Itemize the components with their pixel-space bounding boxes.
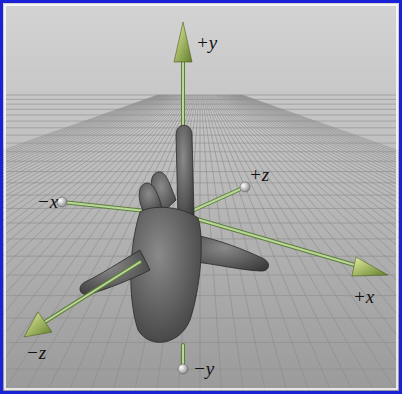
axis-label: −x bbox=[37, 192, 58, 211]
arrowhead bbox=[24, 312, 52, 337]
axis-label: +y bbox=[196, 33, 217, 52]
arrowhead bbox=[174, 22, 192, 62]
hand bbox=[80, 125, 269, 342]
axis-label: −z bbox=[26, 343, 46, 362]
axis-label: −y bbox=[193, 359, 214, 378]
axis-label: +x bbox=[353, 287, 374, 306]
arrowhead bbox=[352, 257, 388, 276]
floor-grid bbox=[0, 95, 402, 394]
axis-label: +z bbox=[249, 165, 269, 184]
